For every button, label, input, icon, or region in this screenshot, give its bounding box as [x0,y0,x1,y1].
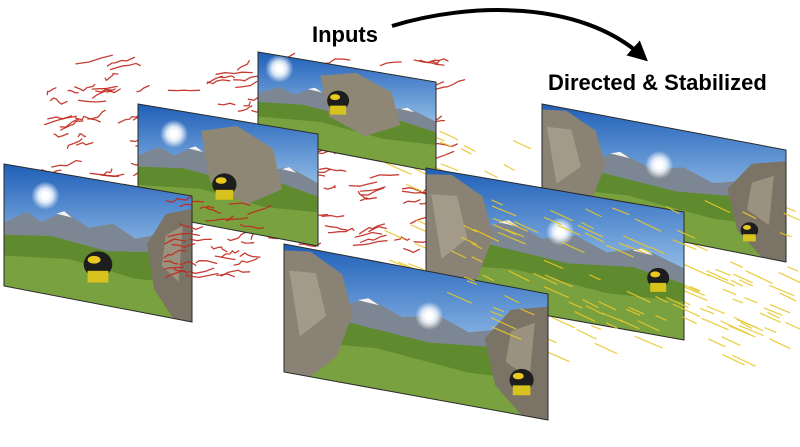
input-frame [137,103,319,247]
input-frame [3,163,193,323]
inputs-label: Inputs [312,22,378,47]
skydiver-helmet-icon [327,90,350,115]
skydiver-helmet-icon [509,368,534,396]
directed-stabilized-label: Directed & Stabilized [548,70,767,95]
skydiver-helmet-icon [212,173,237,200]
output-feature-tracks-front [446,199,800,340]
input-frame [257,51,437,173]
skydiver-helmet-icon [647,267,670,292]
output-frame [283,243,549,421]
skydiver-helmet-icon [83,251,113,283]
skydiver-helmet-icon [740,222,759,242]
output-frame [425,167,685,341]
curved-arrow-icon [391,8,648,62]
input-feature-tracks-front [163,196,272,279]
